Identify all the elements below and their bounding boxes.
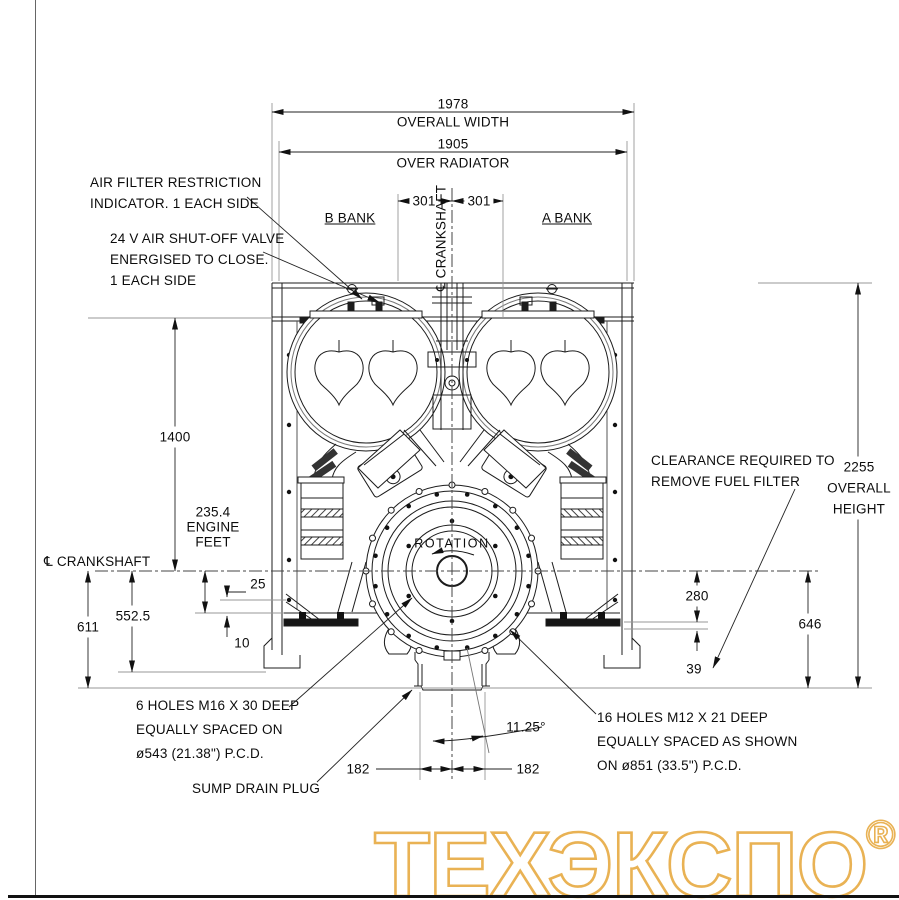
engine-center xyxy=(427,283,477,430)
engine-side-left xyxy=(263,283,446,669)
dim-301-right: 301 xyxy=(464,190,494,212)
dim-overall-width-label: OVERALL WIDTH xyxy=(396,114,510,130)
dim-39: 39 xyxy=(686,661,702,677)
shutoff-valve-leader xyxy=(262,251,380,303)
dim-10: 10 xyxy=(234,635,250,651)
holes-6-leader xyxy=(288,597,413,708)
watermark-logo: ТЕХЭКСПО ® xyxy=(373,812,897,900)
dim-over-radiator-value: 1905 xyxy=(437,136,469,152)
dim-1400: 1400 xyxy=(156,426,194,448)
dim-overall-width-value: 1978 xyxy=(437,96,469,112)
air-filter-leader xyxy=(246,196,363,300)
watermark-registered-icon: ® xyxy=(866,813,895,857)
dim-25: 25 xyxy=(250,576,266,592)
sump-leader xyxy=(316,689,413,783)
label-b-bank: B BANK xyxy=(324,210,376,226)
label-rotation: ROTATION xyxy=(414,536,490,551)
dim-over-radiator-label: OVER RADIATOR xyxy=(396,155,510,171)
label-sump-drain-plug: SUMP DRAIN PLUG xyxy=(192,781,321,796)
dim-646: 646 xyxy=(795,613,825,635)
dim-182-right: 182 xyxy=(516,761,540,777)
sump xyxy=(414,652,490,691)
dim-301-left: 301 xyxy=(409,190,439,212)
dim-overall-height: 2255 OVERALL HEIGHT xyxy=(824,456,894,520)
drawing-border-left xyxy=(35,0,36,897)
label-air-filter: AIR FILTER RESTRICTION INDICATOR. 1 EACH… xyxy=(90,175,262,211)
leader-lines xyxy=(246,196,796,783)
label-crankshaft-left: ℄ CRANKSHAFT xyxy=(44,554,151,569)
label-clearance: CLEARANCE REQUIRED TO REMOVE FUEL FILTER xyxy=(651,453,835,489)
label-a-bank: A BANK xyxy=(542,210,592,226)
dim-182-left: 182 xyxy=(346,761,370,777)
dim-280: 280 xyxy=(682,585,712,607)
dim-611: 611 xyxy=(73,616,103,638)
holes-16-leader xyxy=(509,629,597,715)
label-crankshaft-top: ℄ CRANKSHAFT xyxy=(433,184,449,292)
drawing-border-bottom xyxy=(8,895,899,898)
dim-angle-11-25: 11.25° xyxy=(506,719,546,735)
clearance-leader xyxy=(712,488,796,669)
watermark-text: ТЕХЭКСПО xyxy=(374,814,867,900)
label-shutoff-valve: 24 V AIR SHUT-OFF VALVE ENERGISED TO CLO… xyxy=(110,231,285,288)
label-holes-16: 16 HOLES M12 X 21 DEEP EQUALLY SPACED AS… xyxy=(597,710,798,773)
dim-engine-feet: 235.4 ENGINE FEET xyxy=(186,504,240,550)
label-holes-6: 6 HOLES M16 X 30 DEEP EQUALLY SPACED ON … xyxy=(136,698,300,761)
dim-552-5: 552.5 xyxy=(112,605,154,627)
